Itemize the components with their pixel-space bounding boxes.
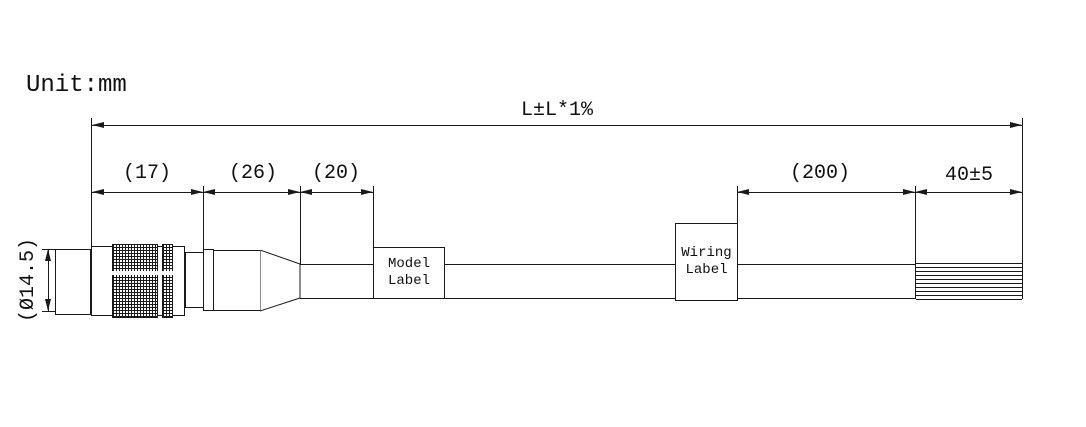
dimension-line-40 — [915, 192, 1022, 193]
wiring-label-line2: Label — [685, 262, 728, 278]
extension-line — [300, 186, 301, 264]
dimension-line-17 — [92, 192, 203, 193]
arrowhead — [191, 189, 203, 195]
strain-relief-taper — [260, 250, 301, 312]
knurl-band — [112, 244, 158, 318]
arrowhead — [1010, 189, 1022, 195]
arrowhead — [92, 189, 104, 195]
dimension-line-diameter — [48, 249, 49, 311]
connector-front-face — [55, 249, 91, 315]
model-label-box: Model Label — [373, 247, 445, 299]
model-label-line1: Model — [387, 256, 430, 272]
dimension-line-26 — [203, 192, 300, 193]
total-length-dimension-label: L±L*1% — [520, 99, 593, 122]
arrowhead — [45, 249, 51, 261]
knurl-groove — [112, 271, 173, 275]
arrowhead — [903, 189, 915, 195]
dimension-200-label: (200) — [789, 162, 850, 185]
extension-line — [91, 118, 92, 246]
arrowhead — [361, 189, 373, 195]
extension-line — [915, 186, 916, 299]
dimension-26-label: (26) — [228, 162, 277, 185]
wiring-label-box: Wiring Label — [675, 223, 738, 301]
dimension-line-20 — [300, 192, 373, 193]
arrowhead — [45, 299, 51, 311]
extension-line — [203, 186, 204, 250]
extension-line — [1022, 118, 1023, 299]
cable — [300, 264, 916, 299]
strip-length-dimension-label: 40±5 — [944, 164, 993, 187]
arrowhead — [300, 189, 312, 195]
dimension-line-200 — [737, 192, 915, 193]
extension-line — [373, 186, 374, 247]
arrowhead — [1010, 122, 1022, 128]
arrowhead — [203, 189, 215, 195]
dimension-17-label: (17) — [122, 162, 171, 185]
connector-backshell — [213, 250, 261, 311]
arrowhead — [288, 189, 300, 195]
knurl-ring — [162, 244, 173, 318]
arrowhead — [737, 189, 749, 195]
stripped-wires — [916, 263, 1022, 300]
dimension-20-label: (20) — [311, 162, 360, 185]
model-label-line2: Label — [387, 273, 430, 289]
dimension-line-total-length — [92, 125, 1022, 126]
extension-line — [42, 249, 56, 250]
wiring-label-line1: Wiring — [681, 245, 732, 261]
diameter-dimension-label: (Ø14.5) — [17, 238, 40, 323]
arrowhead — [915, 189, 927, 195]
extension-line — [737, 186, 738, 223]
arrowhead — [92, 122, 104, 128]
unit-label: Unit:mm — [26, 72, 127, 99]
connector-neck — [185, 252, 204, 308]
extension-line — [42, 311, 56, 312]
